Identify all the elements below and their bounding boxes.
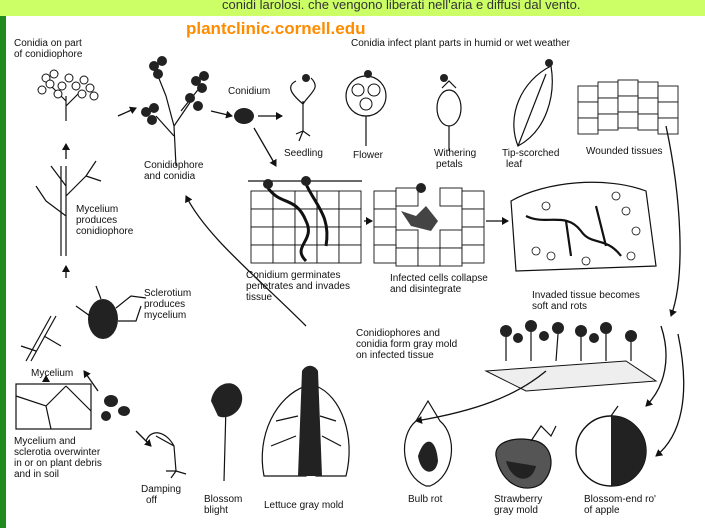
label-tip-scorched-leaf: Tip-scorched leaf — [502, 148, 562, 170]
label-sclerotium: Sclerotium produces mycelium — [144, 288, 194, 321]
label-blossom-blight: Blossom blight — [204, 494, 245, 516]
disease-cycle-diagram: plantclinic.cornell.edu Conidia on part … — [6, 16, 705, 528]
sclerotium-illustration — [76, 286, 146, 339]
blossom-blight-illustration — [211, 383, 242, 481]
label-seedling: Seedling — [284, 148, 323, 159]
germinating-tissue-section — [248, 176, 362, 263]
label-conidium-germinates: Conidium germinates penetrates and invad… — [246, 270, 353, 303]
watermark-text: plantclinic.cornell.edu — [186, 19, 365, 38]
label-flower: Flower — [353, 150, 384, 161]
label-bulb-rot: Bulb rot — [408, 494, 443, 505]
label-infected-cells-collapse: Infected cells collapse and disintegrate — [390, 273, 491, 295]
bulb-rot-illustration — [405, 401, 452, 486]
mycelium-strand-illustration — [21, 316, 61, 361]
label-blossom-end-rot: Blossom-end ro' of apple — [584, 494, 659, 516]
gray-mold-conidiophores-illustration — [486, 320, 656, 391]
label-strawberry-gray-mold: Strawberry gray mold — [494, 494, 545, 516]
damping-off-illustration — [146, 433, 186, 478]
top-caption-bar: conidi larolosi. che vengono liberati ne… — [0, 0, 705, 16]
label-conidia-on-part: Conidia on part of conidiophore — [14, 38, 85, 60]
apple-blossom-end-rot-illustration — [576, 406, 646, 486]
label-damping-off: Damping off — [141, 484, 184, 506]
label-invaded-tissue: Invaded tissue becomes soft and rots — [532, 290, 643, 312]
conidium-spore — [234, 108, 254, 124]
invaded-tissue-section — [511, 182, 656, 271]
label-lettuce-gray-mold: Lettuce gray mold — [264, 500, 344, 511]
conidiophore-illustration — [141, 56, 209, 166]
conidiophore-part-illustration — [38, 70, 98, 121]
flower-illustration — [346, 70, 386, 146]
label-mycelium: Mycelium — [31, 368, 73, 379]
collapsing-cells-section — [374, 183, 484, 266]
label-withering-petals: Withering petals — [434, 148, 479, 170]
label-overwinter: Mycelium and sclerotia overwinter in or … — [14, 436, 105, 480]
lettuce-gray-mold-illustration — [262, 366, 349, 476]
label-mycelium-produces: Mycelium produces conidiophore — [76, 204, 134, 237]
seedling-illustration — [291, 74, 316, 141]
diagram-canvas: plantclinic.cornell.edu Conidia on part … — [6, 16, 705, 528]
wounded-tissue-illustration — [578, 80, 678, 134]
label-conidia-infect: Conidia infect plant parts in humid or w… — [351, 38, 571, 49]
tip-scorched-leaf-illustration — [514, 59, 553, 146]
label-conidiophore-and-conidia: Conidiophore and conidia — [144, 160, 206, 182]
top-caption: conidi larolosi. che vengono liberati ne… — [222, 0, 581, 12]
strawberry-gray-mold-illustration — [496, 426, 556, 488]
overwinter-debris-illustration — [16, 384, 130, 429]
label-wounded-tissues: Wounded tissues — [586, 146, 663, 157]
label-conidiophores-form: Conidiophores and conidia form gray mold… — [356, 328, 460, 361]
withering-petals-illustration — [437, 74, 461, 151]
label-conidium: Conidium — [228, 86, 270, 97]
